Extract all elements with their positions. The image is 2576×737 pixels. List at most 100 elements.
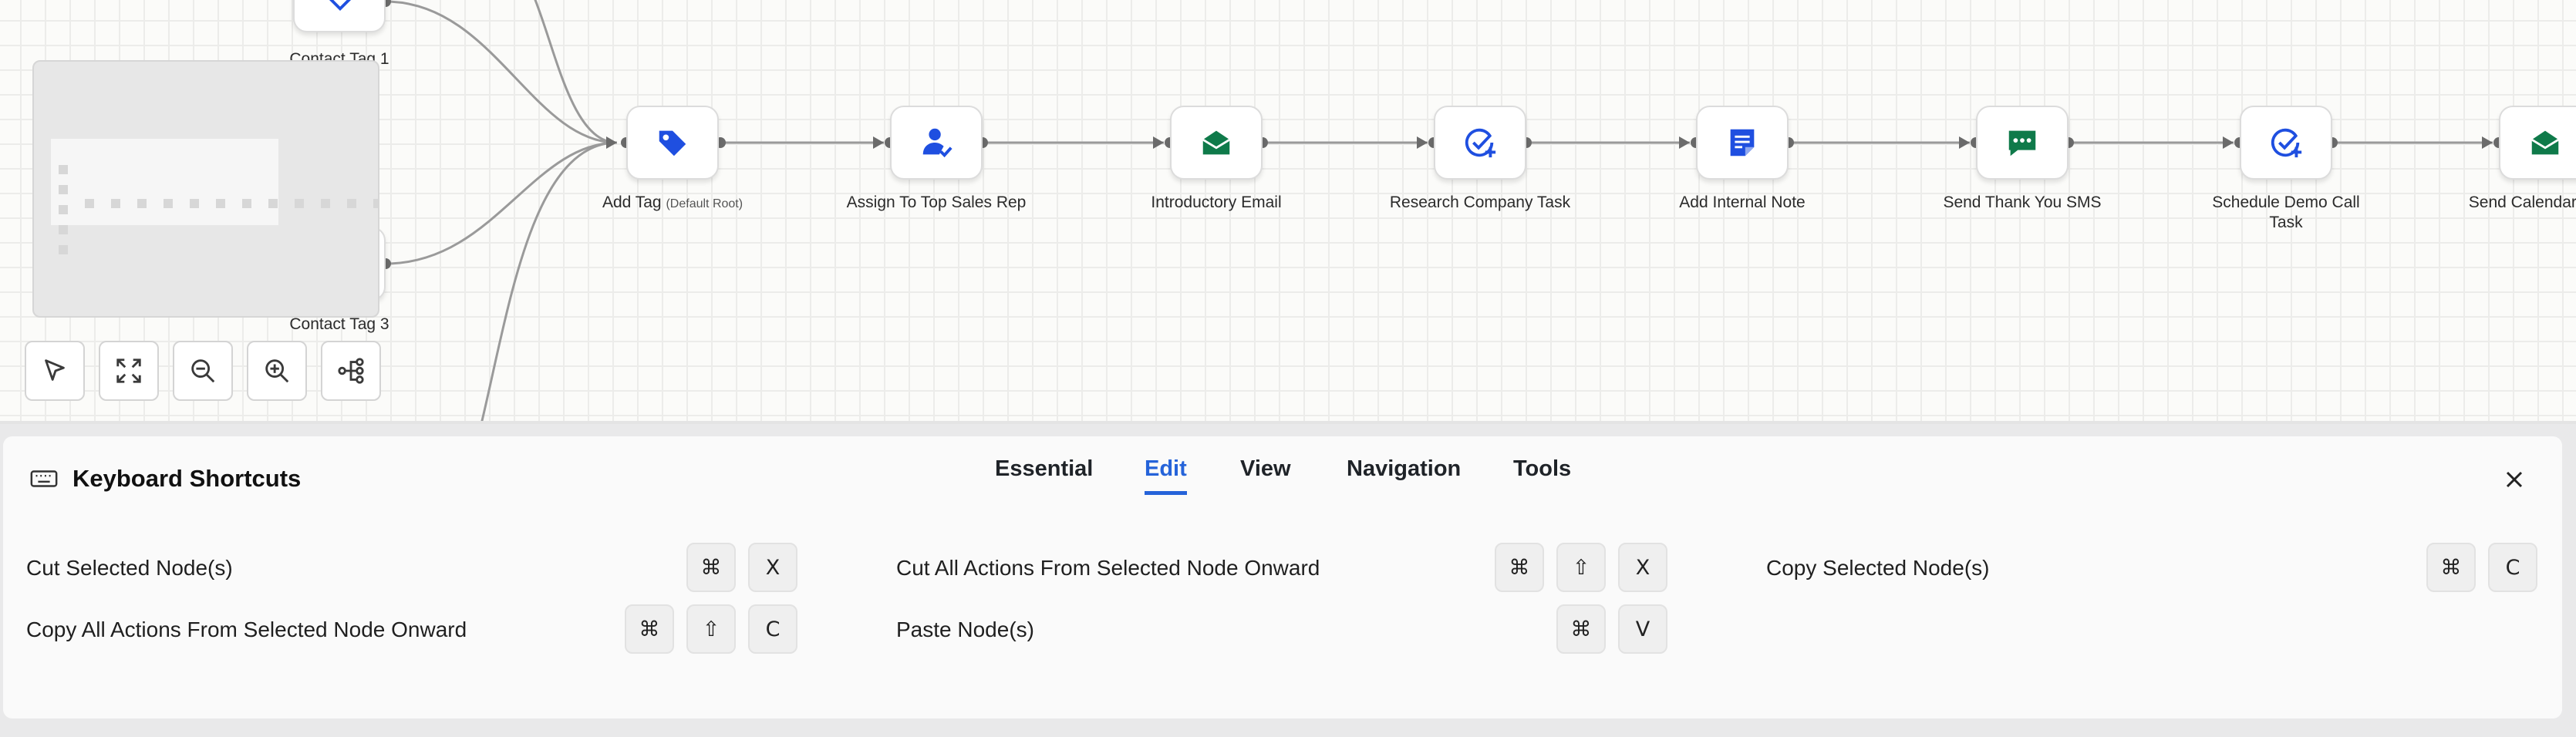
minimap-node	[59, 225, 68, 234]
trigger-node-top[interactable]	[293, 0, 386, 32]
user-assign-icon	[922, 128, 953, 158]
minimap-node	[164, 199, 173, 208]
arrow-1	[606, 136, 617, 149]
minimap-node	[242, 199, 251, 208]
zoom-in-icon	[265, 359, 289, 383]
node-label-internal-note: Add Internal Note	[1679, 194, 1806, 211]
minimap-node	[190, 199, 199, 208]
edge-trigger-offscreen-2	[534, 0, 618, 144]
zoom-in-button[interactable]	[247, 341, 307, 401]
trigger-label-bottom: Contact Tag 3	[289, 315, 389, 333]
shortcut-label: Copy All Actions From Selected Node Onwa…	[26, 618, 467, 641]
keyboard-icon	[30, 470, 58, 487]
key-cmd: ⌘	[686, 543, 736, 592]
node-label-intro-email: Introductory Email	[1151, 194, 1282, 211]
key-c: C	[2488, 543, 2537, 592]
node-calendar-email[interactable]	[2499, 106, 2576, 180]
panel-header: Keyboard Shortcuts	[29, 464, 301, 493]
node-label-demo-call-task: Schedule Demo Call Task	[2212, 194, 2360, 231]
node-label-calendar-email: Send Calendar Email	[2468, 194, 2576, 211]
minimap-node	[85, 199, 94, 208]
node-research-task[interactable]	[1434, 106, 1526, 180]
arrow-5	[1679, 136, 1690, 149]
trigger-icon	[329, 0, 352, 12]
key-cmd: ⌘	[2426, 543, 2476, 592]
minimap-node	[59, 205, 68, 214]
minimap-node	[216, 199, 225, 208]
key-shift: ⇧	[686, 604, 736, 654]
minimap-node	[373, 199, 378, 208]
shortcut-label: Paste Node(s)	[896, 618, 1034, 641]
node-thank-you-sms[interactable]	[1976, 106, 2069, 180]
zoom-out-icon	[191, 359, 215, 383]
node-label-add-tag: Add Tag (Default Root)	[534, 193, 811, 214]
fit-view-icon	[116, 358, 141, 383]
edge-trigger-offscreen	[480, 141, 618, 424]
minimap-node	[59, 165, 68, 174]
edge-trigger-bottom	[385, 141, 618, 265]
node-label-research-task: Research Company Task	[1389, 194, 1571, 211]
envelope-open-icon	[2531, 130, 2559, 155]
arrow-8	[2482, 136, 2493, 149]
tab-navigation[interactable]: Navigation	[1347, 456, 1462, 481]
key-cmd: ⌘	[1556, 604, 1606, 654]
node-add-tag[interactable]	[626, 106, 719, 180]
tab-tools[interactable]: Tools	[1513, 456, 1572, 481]
minimap-node	[268, 199, 278, 208]
tab-essential[interactable]: Essential	[995, 456, 1094, 481]
key-x: X	[1618, 543, 1667, 592]
arrow-2	[873, 136, 884, 149]
tab-edit[interactable]: Edit	[1145, 456, 1187, 495]
shortcut-label: Cut Selected Node(s)	[26, 556, 233, 580]
fit-view-button[interactable]	[99, 341, 159, 401]
arrow-3	[1153, 136, 1164, 149]
workflow-canvas[interactable]: Contact Tag 1 Contact Tag 3 Add Tag (Def…	[0, 0, 2576, 424]
arrow-7	[2223, 136, 2234, 149]
minimap-viewport[interactable]	[51, 139, 278, 225]
minimap-node	[295, 199, 304, 208]
pointer-icon	[45, 359, 65, 381]
key-x: X	[748, 543, 797, 592]
tab-view[interactable]: View	[1240, 456, 1291, 481]
task-add-icon	[1465, 128, 1496, 158]
tag-icon	[659, 130, 686, 156]
select-tool-button[interactable]	[25, 341, 85, 401]
node-intro-email[interactable]	[1170, 106, 1263, 180]
node-label-assign-rep: Assign To Top Sales Rep	[846, 194, 1027, 211]
arrow-4	[1417, 136, 1428, 149]
keyboard-shortcuts-panel: Keyboard Shortcuts Essential Edit View N…	[3, 436, 2562, 718]
task-add-icon	[2271, 128, 2302, 158]
node-label-thank-you-sms: Send Thank You SMS	[1943, 194, 2102, 211]
shortcut-label: Cut All Actions From Selected Node Onwar…	[896, 556, 1320, 580]
sms-icon	[2008, 130, 2036, 156]
minimap-node	[137, 199, 147, 208]
node-assign-rep[interactable]	[890, 106, 983, 180]
minimap-node	[111, 199, 120, 208]
edge-trigger-top	[385, 0, 618, 144]
close-button[interactable]	[2499, 464, 2530, 495]
node-sublabel: (Default Root)	[666, 197, 743, 210]
minimap-node	[59, 185, 68, 194]
zoom-out-button[interactable]	[173, 341, 233, 401]
key-v: V	[1618, 604, 1667, 654]
key-cmd: ⌘	[1495, 543, 1544, 592]
node-label-text: Add Tag	[602, 194, 662, 211]
minimap-node	[347, 199, 356, 208]
panel-title: Keyboard Shortcuts	[72, 465, 302, 492]
tree-layout-icon	[338, 358, 364, 384]
arrow-6	[1959, 136, 1970, 149]
note-icon	[1730, 129, 1755, 156]
close-icon	[2506, 471, 2523, 488]
auto-layout-button[interactable]	[321, 341, 381, 401]
envelope-open-icon	[1202, 130, 1230, 155]
node-demo-call-task[interactable]	[2240, 106, 2332, 180]
key-cmd: ⌘	[625, 604, 674, 654]
node-internal-note[interactable]	[1696, 106, 1789, 180]
minimap-node	[321, 199, 330, 208]
canvas-divider	[0, 421, 2576, 424]
minimap-node	[59, 245, 68, 254]
minimap[interactable]	[32, 60, 379, 318]
key-shift: ⇧	[1556, 543, 1606, 592]
key-c: C	[748, 604, 797, 654]
shortcut-label: Copy Selected Node(s)	[1766, 556, 1990, 580]
